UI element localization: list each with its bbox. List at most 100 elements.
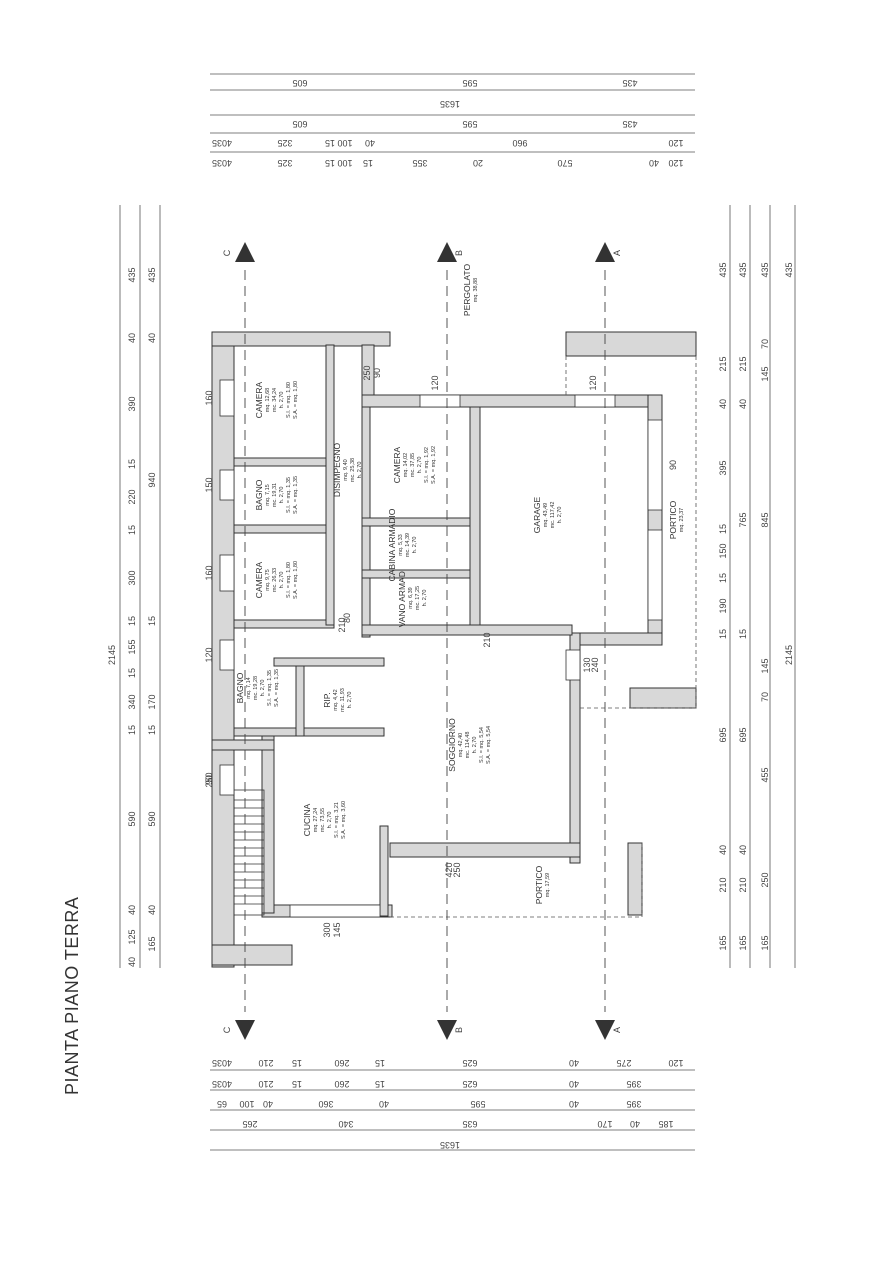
staircase (233, 789, 265, 916)
windows (219, 379, 663, 918)
room-detail: mc. 19,28 (253, 676, 259, 700)
room-detail: mq. 9,40 (343, 459, 349, 480)
opening-dimension: 300 (322, 922, 332, 937)
room-detail: mq. 38,88 (473, 278, 479, 302)
left-dimension-label: 125 (127, 929, 137, 944)
room-detail: h. 2,70 (279, 572, 285, 589)
room-name: PERGOLATO (462, 264, 472, 317)
bottom-dimension-label: 210 (258, 1058, 273, 1068)
opening-dimension: 150 (204, 477, 214, 492)
top-dimension-label: 120 (668, 138, 683, 148)
opening-dimension: 120 (430, 375, 440, 390)
left-dimension-label: 15 (147, 616, 157, 626)
room-detail: S.I. = mq. 5,54 (479, 727, 485, 763)
left-dimension-label: 340 (127, 694, 137, 709)
bottom-dimension-label: 4035 (212, 1058, 232, 1068)
room-detail: h. 2,70 (347, 692, 353, 709)
top-dimension-label: 15 (363, 158, 373, 168)
room-detail: h. 2,70 (279, 392, 285, 409)
bottom-dimension-label: 185 (658, 1119, 673, 1129)
right-dimension-label: 845 (760, 512, 770, 527)
room-detail: S.A. = mq. 1,80 (293, 561, 299, 599)
room-name: PORTICO (534, 865, 544, 904)
right-dimension-label: 210 (718, 877, 728, 892)
left-dimension-total: 2145 (107, 645, 117, 665)
room-detail: mq. 12,68 (265, 388, 271, 412)
bottom-dimension-label: 635 (462, 1119, 477, 1129)
left-dimension-label: 155 (127, 639, 137, 654)
room-detail: S.I. = mq. 1,35 (267, 670, 273, 706)
top-dimension-label: 15 (325, 138, 335, 148)
right-dimension-label: 15 (718, 573, 728, 583)
dashed-outlines (390, 356, 697, 918)
room-name: BAGNO (254, 479, 264, 510)
left-dimension-label: 940 (147, 472, 157, 487)
opening-dimension: 160 (204, 390, 214, 405)
room-detail: mq. 6,39 (408, 587, 414, 608)
left-dimension-label: 590 (127, 811, 137, 826)
section-label-c-top: C (222, 249, 232, 256)
room-detail: mq. 17,59 (545, 873, 551, 897)
top-dimension-label: 100 (337, 138, 352, 148)
bottom-dimension-label: 100 (239, 1099, 254, 1109)
bottom-dimension-label: 40 (569, 1079, 579, 1089)
bottom-dimension-label: 265 (242, 1119, 257, 1129)
room-detail: S.I. = mq. 1,80 (286, 562, 292, 598)
right-dimension-label: 455 (760, 767, 770, 782)
bottom-dimension-label: 625 (462, 1079, 477, 1089)
opening-dimension: 240 (590, 657, 600, 672)
opening-dimension: 145 (332, 922, 342, 937)
bottom-dimension-label: 40 (379, 1099, 389, 1109)
room-detail: mc. 26,33 (272, 568, 278, 592)
top-dimension-label: 355 (412, 158, 427, 168)
room-detail: mc. 73,55 (320, 808, 326, 832)
left-dimension-chain (119, 205, 161, 968)
bottom-dimension-label: 340 (338, 1119, 353, 1129)
top-dimension-label: 15 (325, 158, 335, 168)
room-detail: h. 2,70 (357, 462, 363, 479)
opening-dimension: 120 (588, 375, 598, 390)
opening-dimension: 210 (482, 632, 492, 647)
opening-dimension: 250 (452, 862, 462, 877)
top-dimension-label: 605 (292, 119, 307, 129)
left-dimension-labels: 4354039015220153001515515340155904012540… (107, 267, 157, 967)
room-name: CUCINA (302, 803, 312, 836)
left-dimension-label: 15 (127, 725, 137, 735)
room-detail: h. 2,70 (260, 680, 266, 697)
bottom-dimension-label: 40 (630, 1119, 640, 1129)
right-dimension-label: 250 (760, 872, 770, 887)
section-label-a-top: A (612, 250, 622, 256)
opening-dimension: 250 (362, 365, 372, 380)
left-dimension-label: 40 (127, 957, 137, 967)
top-dimension-label: 605 (292, 78, 307, 88)
bottom-dimension-label: 275 (616, 1058, 631, 1068)
left-dimension-label: 40 (127, 333, 137, 343)
right-dimension-label: 40 (738, 845, 748, 855)
room-detail: h. 2,70 (557, 507, 563, 524)
bottom-dimension-labels: 1202754062515260152104035395406251526015… (212, 1058, 684, 1150)
room-detail: S.A. = mq. 5,54 (486, 726, 492, 764)
right-dimension-label: 215 (738, 356, 748, 371)
room-name: BAGNO (235, 672, 245, 703)
top-dimension-chain (210, 73, 695, 153)
room-detail: mc. 117,42 (550, 502, 556, 529)
right-dimension-label: 695 (738, 727, 748, 742)
opening-dimension: 90 (204, 775, 214, 785)
room-name: SOGGIORNO (447, 718, 457, 772)
opening-dimension: 130 (582, 657, 592, 672)
top-dimension-label: 435 (622, 119, 637, 129)
right-dimension-label: 165 (718, 935, 728, 950)
portico-columns (565, 331, 697, 916)
bottom-dimension-label: 15 (375, 1079, 385, 1089)
bottom-dimension-label: 1635 (440, 1140, 460, 1150)
bottom-dimension-label: 625 (462, 1058, 477, 1068)
room-detail: h. 2,70 (279, 487, 285, 504)
bottom-dimension-label: 40 (263, 1099, 273, 1109)
bottom-dimension-chain (210, 1069, 695, 1151)
left-dimension-label: 40 (147, 905, 157, 915)
room-detail: mc. 17,25 (415, 586, 421, 610)
